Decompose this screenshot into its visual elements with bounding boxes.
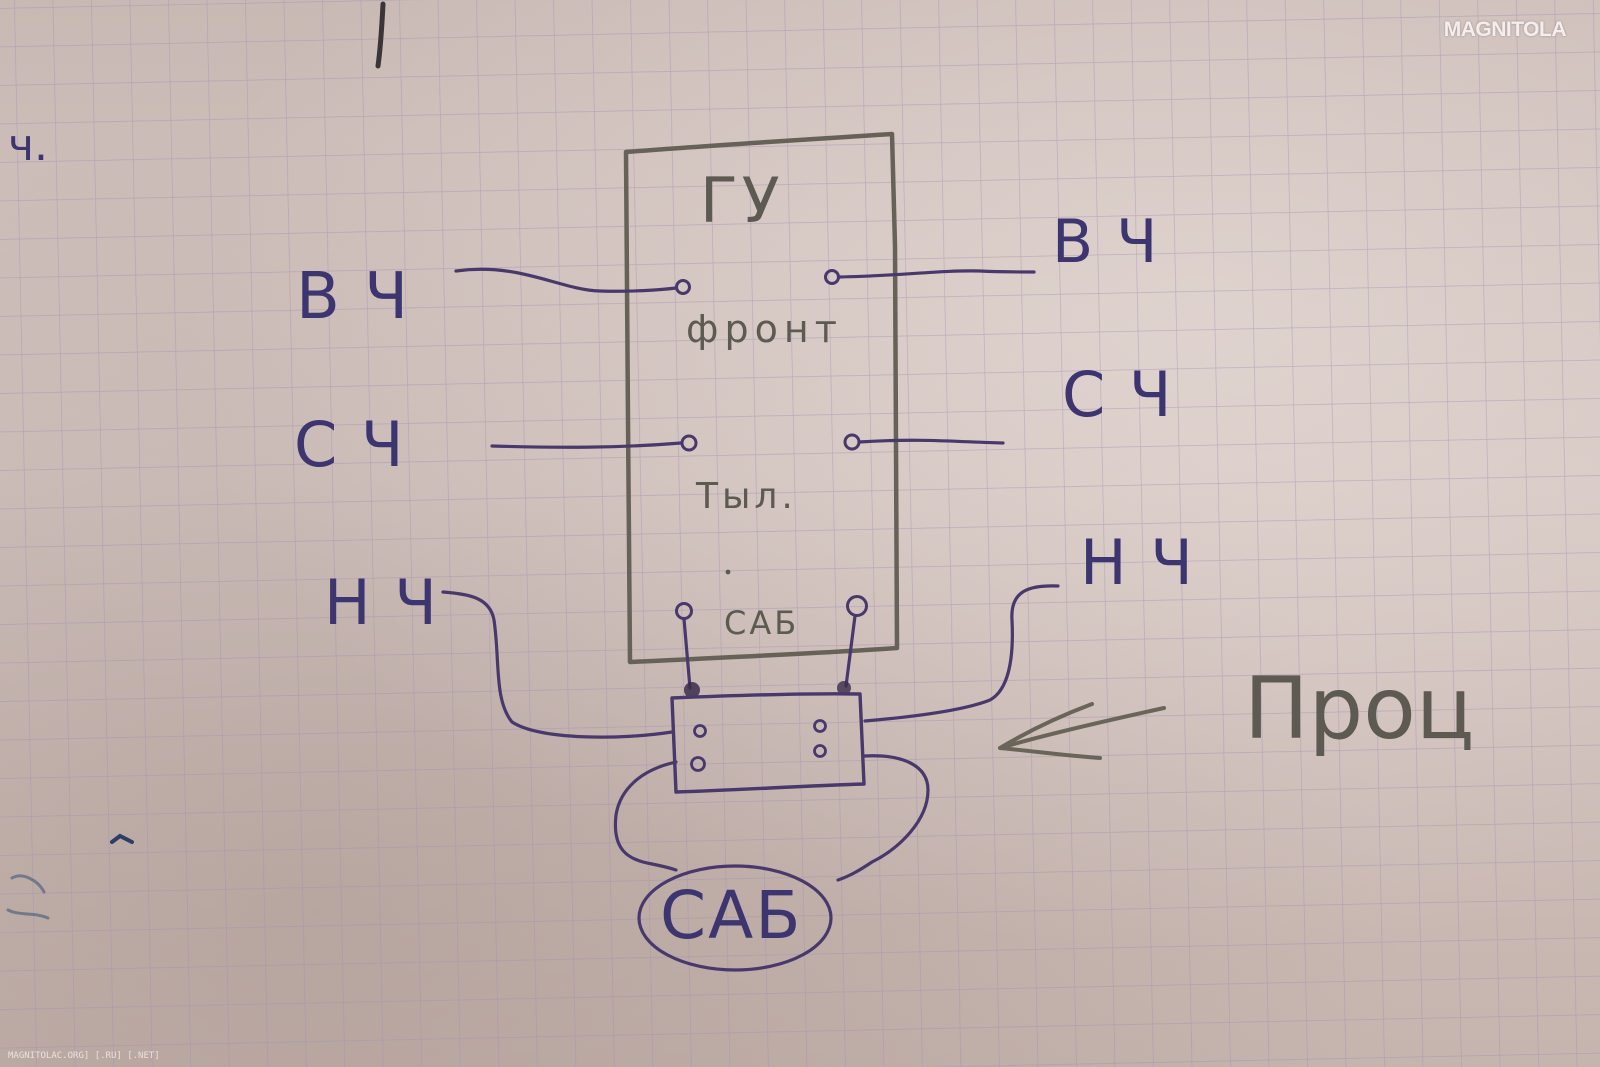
pencil-stroke: [375, 1, 386, 69]
terminal-front-left: [675, 279, 691, 295]
processor-port: [813, 719, 827, 733]
sub-wire-dot-left: [684, 682, 700, 698]
wire-sub-out-left: [613, 760, 678, 872]
processor-label: Проц: [1244, 659, 1474, 759]
head-unit-label: ГУ: [700, 164, 784, 237]
terminal-rear-right: [843, 433, 861, 451]
front-label: фронт: [686, 307, 843, 351]
processor-box: [670, 692, 866, 794]
watermark-logo: MAGNITOLA: [1443, 18, 1567, 42]
processor-port: [693, 724, 707, 738]
processor-port: [813, 744, 827, 758]
rear-label: Тыл.: [695, 476, 797, 517]
processor-arrow: [998, 702, 1166, 760]
wire-front-left: [454, 267, 678, 293]
terminal-sub-right: [846, 595, 868, 617]
sub-wire-dot-right: [837, 681, 851, 695]
watermark-footer: MAGNITOLAC.ORG] [.RU] [.NET]: [8, 1051, 160, 1061]
label-front-left: В Ч: [296, 260, 410, 334]
wire-sub-right: [844, 614, 857, 688]
wire-rear-right: [857, 438, 1005, 445]
sub-terminal-label: САБ: [724, 604, 799, 642]
terminal-front-right: [824, 269, 840, 285]
terminal-sub-left: [675, 602, 693, 620]
processor-port: [690, 756, 706, 772]
ink-smudge: [6, 874, 50, 920]
wire-front-right: [837, 269, 1036, 279]
subwoofer-outline: [637, 864, 833, 972]
wire-low-right: [863, 584, 1060, 723]
wire-sub-left: [682, 617, 692, 690]
margin-note: ч.: [8, 120, 48, 171]
subwoofer-label: САБ: [660, 877, 803, 954]
label-low-right: Н Ч: [1080, 526, 1195, 599]
pencil-dot: [725, 569, 731, 575]
label-rear-right: С Ч: [1062, 358, 1174, 431]
label-rear-left: С Ч: [294, 408, 406, 481]
terminal-rear-left: [680, 434, 698, 452]
ink-smudge: [110, 833, 134, 844]
head-unit-box: [623, 131, 900, 665]
wire-rear-left: [490, 441, 683, 449]
label-front-right: В Ч: [1052, 207, 1159, 277]
wire-low-left: [441, 590, 674, 739]
wire-sub-out-right: [836, 754, 930, 882]
label-low-left: Н Ч: [324, 566, 439, 639]
watermark-logo-text: MAGNITOLA: [1443, 18, 1567, 41]
